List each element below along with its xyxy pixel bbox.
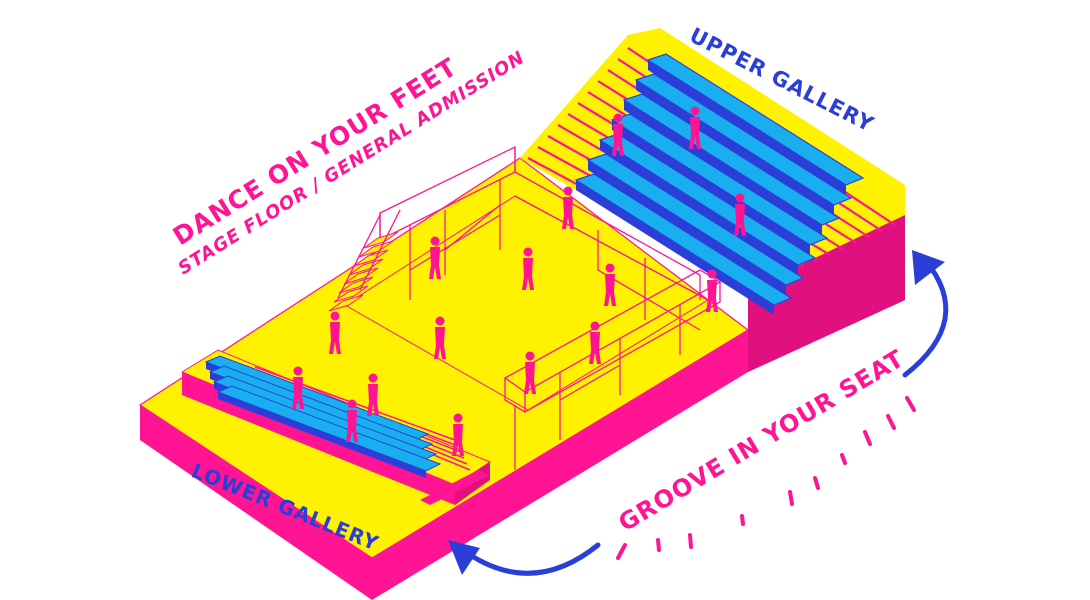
person-icon [562, 186, 574, 229]
people-silhouettes [292, 106, 746, 456]
upper-bench-side [612, 120, 810, 255]
tick-mark [863, 430, 872, 446]
tick-mark [788, 490, 794, 506]
upper-bench [586, 153, 805, 286]
person-body [346, 410, 358, 442]
upper-bench [634, 73, 853, 206]
tick-mark [656, 538, 661, 552]
person-head [707, 269, 717, 279]
person-head [347, 399, 357, 409]
person-body [524, 362, 536, 394]
lower-bench-side [218, 392, 426, 478]
upper-bench-side [624, 100, 822, 235]
person-body [562, 197, 574, 229]
person-icon [329, 311, 341, 354]
person-body [522, 258, 534, 290]
person-icon [346, 399, 358, 442]
person-body [589, 332, 601, 364]
tick-mark [813, 476, 820, 490]
person-head [523, 247, 533, 257]
upper-bench-side [636, 80, 834, 215]
person-icon [689, 106, 701, 149]
person-body [452, 424, 464, 456]
person-head [430, 236, 440, 246]
upper-bench-side [576, 180, 774, 315]
person-icon [734, 193, 746, 236]
person-body [292, 377, 304, 409]
tick-mark [688, 533, 693, 549]
upper-gallery-benches [574, 53, 865, 315]
person-body [689, 117, 701, 149]
person-body [434, 327, 446, 359]
person-head [368, 373, 378, 383]
circulation-arrows [457, 257, 949, 576]
stair-tread [353, 249, 389, 267]
arrow-head-up-icon [912, 250, 945, 285]
lower-bench [216, 385, 442, 472]
person-body [706, 280, 718, 312]
person-icon [367, 373, 379, 416]
person-body [604, 274, 616, 306]
person-icon [292, 366, 304, 409]
stair-tread [328, 294, 364, 312]
person-head [435, 316, 445, 326]
person-body [329, 322, 341, 354]
person-icon [612, 113, 624, 156]
stair-rail [337, 214, 381, 299]
person-head [293, 366, 303, 376]
person-body [734, 204, 746, 236]
person-head [735, 193, 745, 203]
person-head [605, 263, 615, 273]
person-icon [452, 413, 464, 456]
stair-tread [348, 258, 384, 276]
person-head [563, 186, 573, 196]
person-body [612, 124, 624, 156]
person-icon [589, 321, 601, 364]
upper-bench [610, 113, 829, 246]
person-head [525, 351, 535, 361]
person-icon [522, 247, 534, 290]
person-icon [604, 263, 616, 306]
upper-bench-side [648, 60, 846, 195]
person-head [330, 311, 340, 321]
person-head [590, 321, 600, 331]
person-icon [434, 316, 446, 359]
arrow-heads [448, 250, 945, 575]
tick-mark [840, 453, 847, 465]
upper-bench-side [588, 160, 786, 295]
upper-bench [598, 133, 817, 266]
person-icon [429, 236, 441, 279]
tick-mark [616, 543, 627, 560]
person-icon [706, 269, 718, 312]
person-head [690, 106, 700, 116]
groove-ticks [616, 396, 916, 560]
upper-bench [646, 53, 865, 186]
person-head [453, 413, 463, 423]
tick-mark [905, 396, 916, 412]
person-icon [524, 351, 536, 394]
person-head [613, 113, 623, 123]
mezzanine-staircase [328, 209, 401, 312]
lower-gallery-benches [204, 355, 442, 478]
upper-bench-side [600, 140, 798, 275]
stair-rail [359, 209, 401, 291]
tick-mark [740, 514, 745, 526]
mezzanine-structure [379, 145, 722, 470]
tick-mark [886, 414, 896, 430]
arrow-head-left-icon [448, 540, 480, 575]
arrow-to-upper-gallery [902, 257, 949, 378]
person-body [429, 247, 441, 279]
upper-bench [622, 93, 841, 226]
person-body [367, 384, 379, 416]
arrow-to-lower-gallery [457, 542, 601, 576]
